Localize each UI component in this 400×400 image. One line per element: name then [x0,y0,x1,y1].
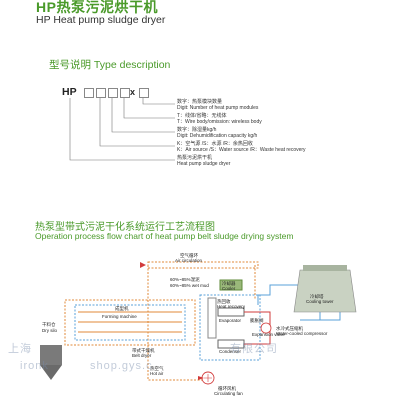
label-belt-dryer-zh: 带式干燥机 [132,348,155,353]
label-belt-dryer-en: Belt dryer [132,353,152,358]
label-expansion-en: Expansion valve [252,332,285,337]
cooler-box [219,279,243,291]
label-cooler-zh: 冷却器 [222,281,236,286]
watermark-text-3: ironk [20,360,49,372]
cooling-tower-icon [293,265,357,313]
model-box-2 [96,88,106,98]
label-wet-mud-en: 60%~85% wet mud [170,283,209,288]
label-heat-recovery-zh: 热回收 [217,299,231,304]
heat-pump-module-frame [199,294,261,361]
label-fan-zh: 循环风机 [218,386,236,391]
page-title: HP热泵污泥烘干机 [36,0,158,15]
label-compressor-en: Water-cooled compressor [276,331,328,336]
air-circulation-duct [147,261,259,269]
label-cooler-en: Cooler [222,286,236,291]
label-dry-silo-zh: 干料仓 [42,322,56,327]
watermark-text-2: 有限公司 [230,343,278,355]
label-air-circulation-zh: 空气循环 [180,253,198,258]
model-box-4 [120,88,130,98]
label-evaporator-en: Evaporator [219,318,242,323]
flow-chart-heading-zh: 热泵型带式污泥干化系统运行工艺流程图 [35,222,215,233]
heat-recovery-box [207,297,217,339]
label-expansion-zh: 膨胀阀 [250,318,264,323]
label-forming-en: Forming machine [102,314,137,319]
compressor-icon [260,322,272,334]
evaporator-box [217,307,245,317]
label-condenser-en: Condenser [219,349,242,354]
desc-capacity-zh: 数字：除湿量kg/h [177,127,217,133]
model-box-3 [108,88,118,98]
desc-capacity-en: Digit: Dehumidification capacity kg/h [177,133,258,139]
desc-modules-en: Digit: Number of heat pump modules [177,105,259,111]
watermark-text-4: shop.gys.c [90,360,153,372]
label-cooling-tower-zh: 冷却塔 [310,294,324,299]
belt-dryer-frame [64,299,196,346]
label-heat-recovery-en: Heat recovery [217,304,246,309]
desc-wire-zh: T：线体/省略：无线体 [177,113,227,119]
desc-dryer-zh: 热泵污泥烘干机 [177,155,213,161]
flow-chart-heading-en: Operation process flow chart of heat pum… [35,231,294,241]
label-cooling-tower-en: Cooling tower [306,299,334,304]
label-fan-en: Circulating fan [214,391,243,396]
model-box-1 [84,88,94,98]
label-forming-zh: 成型机 [115,306,129,311]
desc-dryer-en: Heat pump sludge dryer [177,161,231,167]
dry-silo-icon [40,345,62,380]
label-dry-silo-en: Dry silo [42,328,58,333]
page-subtitle: HP Heat pump sludge dryer [36,14,166,26]
label-wet-mud: 60%~85%湿泥 [170,277,200,282]
desc-modules-zh: 数字：热泵模块数量 [177,99,223,105]
label-compressor-zh: 水冷式压缩机 [276,326,303,331]
desc-source-zh: K：空气源 /S：水源 /R：余热回收 [177,141,253,147]
type-description-heading: 型号说明 Type description [49,59,171,71]
desc-wire-en: T：Wire body/omission: wireless body [177,119,262,125]
watermark-text-1: 上海 [8,343,32,355]
label-hot-air-zh: 热空气 [150,366,164,371]
model-prefix: HP [62,86,77,98]
label-air-circulation-en: Air circulation [175,258,203,263]
label-hot-air-en: Hot air [150,371,164,376]
model-box-5 [139,88,149,98]
model-x: x [130,87,136,97]
desc-source-en: K：Air source /S：Water source /R：Waste he… [177,147,306,153]
